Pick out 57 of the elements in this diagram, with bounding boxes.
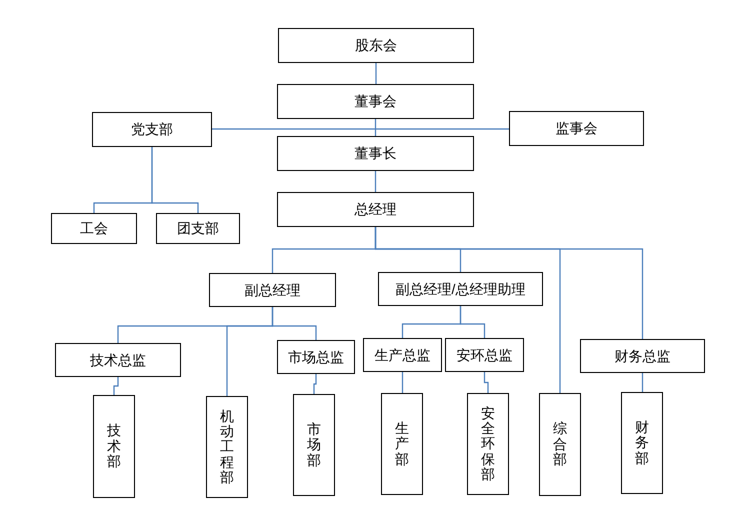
box-title: 技术总监 (90, 350, 146, 370)
connector-line (212, 128, 509, 130)
department-box (293, 394, 335, 496)
connector-line (375, 63, 377, 84)
department-box (381, 393, 423, 495)
position-box (51, 213, 137, 244)
position-box (363, 338, 442, 372)
position-box (209, 273, 336, 307)
box-title: 监事会 (556, 119, 598, 138)
box-title: 董事会 (354, 92, 396, 111)
position-box (277, 340, 355, 374)
position-box (55, 343, 181, 377)
position-box (156, 213, 240, 244)
box-title: 党支部 (131, 120, 173, 139)
box-title: 董事长 (354, 144, 396, 163)
box-title: 综合部 (553, 421, 567, 468)
position-box (277, 136, 474, 171)
position-box (277, 192, 474, 227)
department-box (621, 392, 663, 494)
department-box (206, 396, 248, 498)
department-box (93, 395, 135, 498)
position-box (580, 339, 705, 373)
position-box (277, 84, 474, 119)
connector-line (113, 377, 119, 395)
box-title: 财务部 (635, 420, 649, 466)
box-title: 安环总监 (456, 346, 512, 364)
connector-line (374, 227, 644, 339)
connector-line (402, 372, 404, 393)
box-title: 生产部 (395, 420, 409, 468)
box-title: 工会 (80, 219, 108, 238)
connector-line (374, 119, 376, 136)
box-title: 团支部 (177, 219, 219, 238)
box-title: 市场部 (307, 422, 321, 468)
position-box (378, 272, 543, 306)
box-title: 股东会 (355, 36, 397, 55)
position-box (509, 111, 644, 146)
connector-line (484, 372, 489, 393)
department-box (539, 393, 581, 496)
box-title: 机动工程部 (220, 408, 234, 486)
box-title: 技术部 (107, 423, 121, 470)
box-title: 副总经理/总经理助理 (396, 280, 526, 298)
position-box (278, 28, 474, 63)
box-title: 财务总监 (614, 346, 670, 366)
box-title: 生产总监 (374, 346, 430, 364)
box-title: 总经理 (354, 200, 396, 219)
position-box (445, 338, 524, 372)
department-box (467, 393, 509, 495)
connector-line (313, 374, 317, 394)
box-title: 副总经理 (244, 280, 300, 300)
connector-line (642, 373, 644, 392)
box-title: 市场总监 (288, 348, 344, 366)
position-box (92, 112, 212, 147)
box-title: 安全环保部 (481, 406, 495, 482)
connector-line (460, 306, 486, 338)
connector-line (272, 307, 317, 340)
connector-line (374, 171, 376, 192)
connector-line (151, 147, 199, 213)
